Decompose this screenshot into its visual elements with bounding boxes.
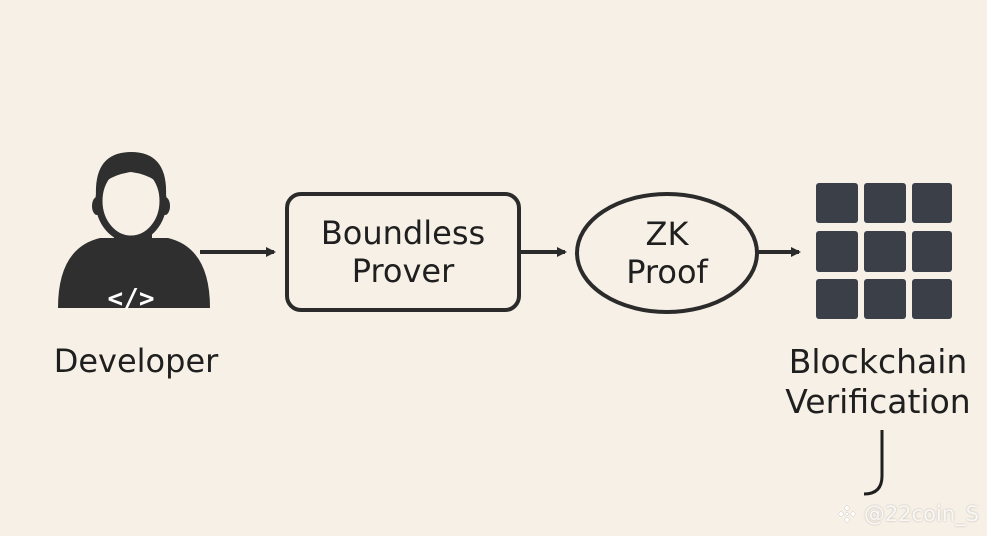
connector-hook-line — [863, 430, 884, 496]
blockchain-label-line1: Blockchain — [788, 342, 968, 382]
developer-icon: </> — [58, 152, 210, 314]
binance-diamond-icon — [837, 504, 857, 524]
blockchain-label-line2: Verification — [785, 382, 971, 421]
prover-label: Boundless Prover — [287, 194, 519, 310]
blockchain-label: Blockchain Verification — [772, 340, 984, 424]
prover-label-line1: Boundless — [320, 213, 486, 252]
zk-proof-label-line1: ZK — [645, 214, 689, 253]
code-glyph-icon: </> — [108, 284, 155, 314]
blockchain-grid-icon — [816, 183, 952, 319]
watermark: @22coin_S — [836, 502, 979, 526]
zk-proof-label: ZK Proof — [577, 194, 757, 312]
zk-proof-label-line2: Proof — [626, 253, 708, 291]
watermark-text: @22coin_S — [863, 502, 979, 526]
developer-label: Developer — [53, 342, 219, 380]
prover-label-line2: Prover — [351, 252, 455, 290]
